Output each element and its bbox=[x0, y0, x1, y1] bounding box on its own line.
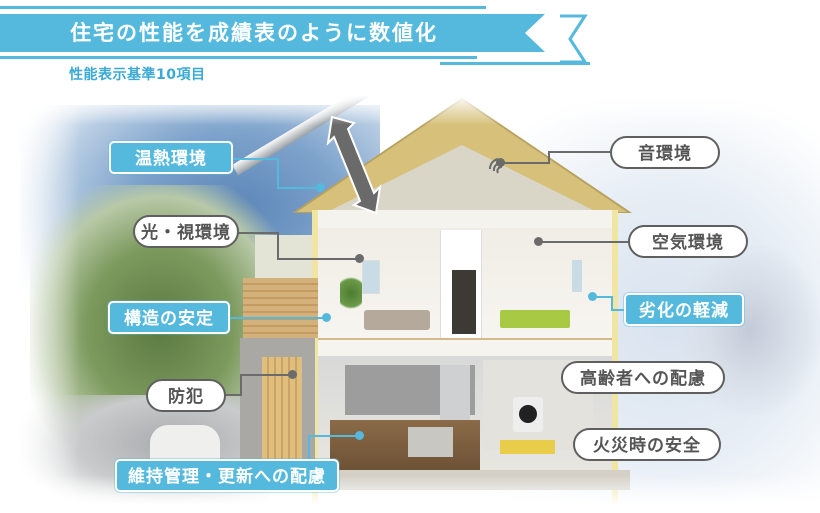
edge-fade bbox=[0, 95, 820, 125]
ventilation-arrow-icon bbox=[326, 115, 382, 215]
label-deterioration-reduction: 劣化の軽減 bbox=[624, 293, 744, 326]
bed bbox=[364, 310, 430, 330]
bed bbox=[500, 310, 570, 328]
wall-insulation bbox=[312, 210, 318, 513]
balcony bbox=[243, 278, 318, 338]
label-structural-stability: 構造の安定 bbox=[108, 301, 230, 334]
plant bbox=[340, 273, 362, 313]
header-banner: 住宅の性能を成績表のように数値化 bbox=[0, 0, 600, 70]
fridge bbox=[440, 365, 470, 425]
living-floor bbox=[330, 420, 480, 470]
banner-line bbox=[0, 6, 486, 9]
ribbon-tail-icon bbox=[560, 14, 588, 64]
label-maintenance: 維持管理・更新への配慮 bbox=[115, 459, 339, 492]
bath-mat bbox=[500, 440, 555, 454]
edge-fade bbox=[0, 95, 80, 513]
label-thermal-environment: 温熱環境 bbox=[109, 141, 233, 174]
banner-line bbox=[0, 56, 477, 59]
label-light-visual-environment: 光・視環境 bbox=[133, 215, 239, 248]
label-crime-prevention: 防犯 bbox=[146, 379, 226, 412]
banner-line bbox=[440, 62, 590, 65]
page-title: 住宅の性能を成績表のように数値化 bbox=[70, 21, 438, 45]
label-air-environment: 空気環境 bbox=[628, 225, 748, 258]
label-sound-environment: 音環境 bbox=[610, 136, 720, 169]
shelf bbox=[452, 270, 476, 334]
washing-machine bbox=[513, 397, 543, 432]
page-subtitle: 性能表示基準10項目 bbox=[69, 67, 206, 83]
window bbox=[362, 260, 380, 294]
sofa bbox=[408, 427, 453, 457]
banner-bar bbox=[0, 14, 545, 52]
window bbox=[572, 260, 582, 292]
floor-slab bbox=[315, 338, 615, 358]
label-fire-safety: 火災時の安全 bbox=[573, 428, 721, 461]
label-elderly-consideration: 高齢者への配慮 bbox=[561, 361, 725, 394]
